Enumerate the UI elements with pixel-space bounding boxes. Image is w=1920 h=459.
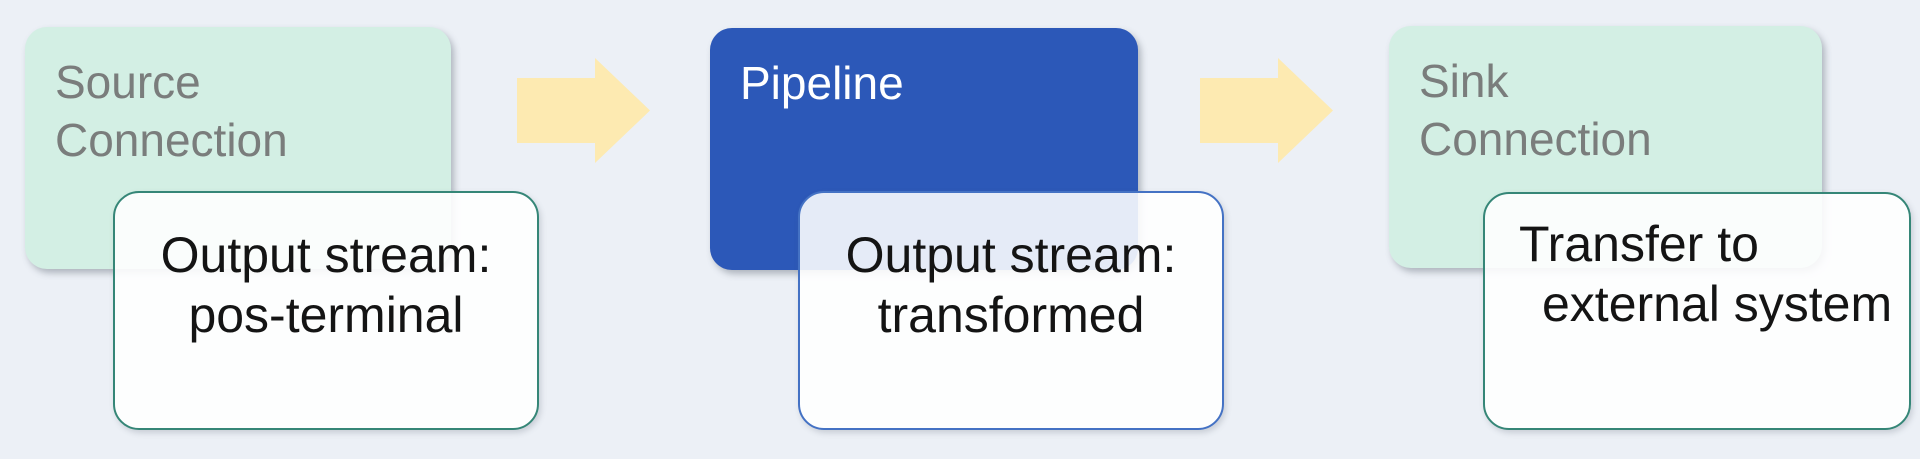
pipeline-title: Pipeline <box>710 28 1138 112</box>
pipeline-output-stream-text: Output stream: transformed <box>800 193 1222 345</box>
title-line: Sink <box>1419 55 1509 107</box>
card-line: pos-terminal <box>188 287 464 343</box>
source-output-stream-card: Output stream: pos-terminal <box>113 191 539 430</box>
source-output-stream-text: Output stream: pos-terminal <box>115 193 537 345</box>
title-line: Pipeline <box>740 57 904 109</box>
card-line: Output stream: <box>845 227 1177 283</box>
card-line: external system <box>1542 276 1893 332</box>
sink-transfer-text: Transfer to external system <box>1485 194 1909 334</box>
flow-arrow-source-to-pipeline <box>517 58 650 163</box>
card-line: Transfer to <box>1519 216 1759 272</box>
title-line: Connection <box>1419 113 1652 165</box>
flow-arrow-pipeline-to-sink <box>1200 58 1333 163</box>
pipeline-output-stream-card: Output stream: transformed <box>798 191 1224 430</box>
title-line: Connection <box>55 114 288 166</box>
card-line: transformed <box>877 287 1145 343</box>
card-line: Output stream: <box>160 227 492 283</box>
sink-connection-title: Sink Connection <box>1389 26 1822 168</box>
sink-transfer-card: Transfer to external system <box>1483 192 1911 430</box>
source-connection-title: Source Connection <box>25 27 451 169</box>
title-line: Source <box>55 56 201 108</box>
